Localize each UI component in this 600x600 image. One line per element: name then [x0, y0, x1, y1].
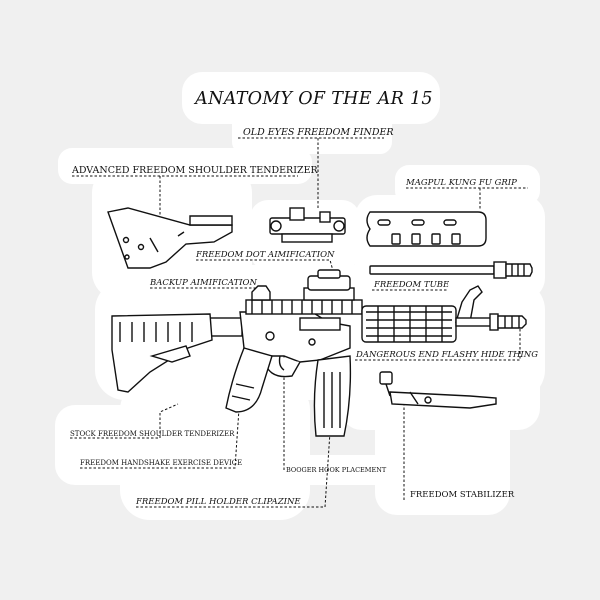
label-freedom-dot-aimification: FREEDOM DOT AIMIFICATION: [195, 250, 335, 260]
label-freedom-pill-holder-clipazine: FREEDOM PILL HOLDER CLIPAZINE: [135, 497, 301, 507]
label-old-eyes-freedom-finder: OLD EYES FREEDOM FINDER: [243, 127, 394, 138]
label-freedom-stabilizer: FREEDOM STABILIZER: [410, 490, 515, 500]
rifle-icon: [111, 269, 527, 437]
label-advanced-freedom-shoulder-tenderizer: ADVANCED FREEDOM SHOULDER TENDERIZER: [71, 165, 319, 176]
stock-icon: [107, 207, 233, 269]
label-freedom-handshake-exercise-device: FREEDOM HANDSHAKE EXERCISE DEVICE: [80, 459, 242, 467]
barrel-icon: [369, 261, 533, 279]
label-backup-aimification: BACKUP AIMIFICATION: [149, 278, 258, 288]
label-stock-freedom-shoulder-tenderizer: STOCK FREEDOM SHOULDER TENDERIZER: [70, 430, 235, 438]
bipod-icon: [379, 371, 497, 409]
diagram-title: ANATOMY OF THE AR 15: [193, 89, 433, 109]
handguard-icon: [366, 211, 487, 247]
label-booger-hook-placement: BOOGER HOOK PLACEMENT: [286, 466, 387, 474]
scope-icon: [269, 207, 346, 243]
label-magpul-kung-fu-grip: MAGPUL KUNG FU GRIP: [405, 178, 517, 188]
label-dangerous-end-flashy-hide-thing: DANGEROUS END FLASHY HIDE THING: [355, 350, 538, 360]
label-freedom-tube: FREEDOM TUBE: [373, 280, 450, 290]
